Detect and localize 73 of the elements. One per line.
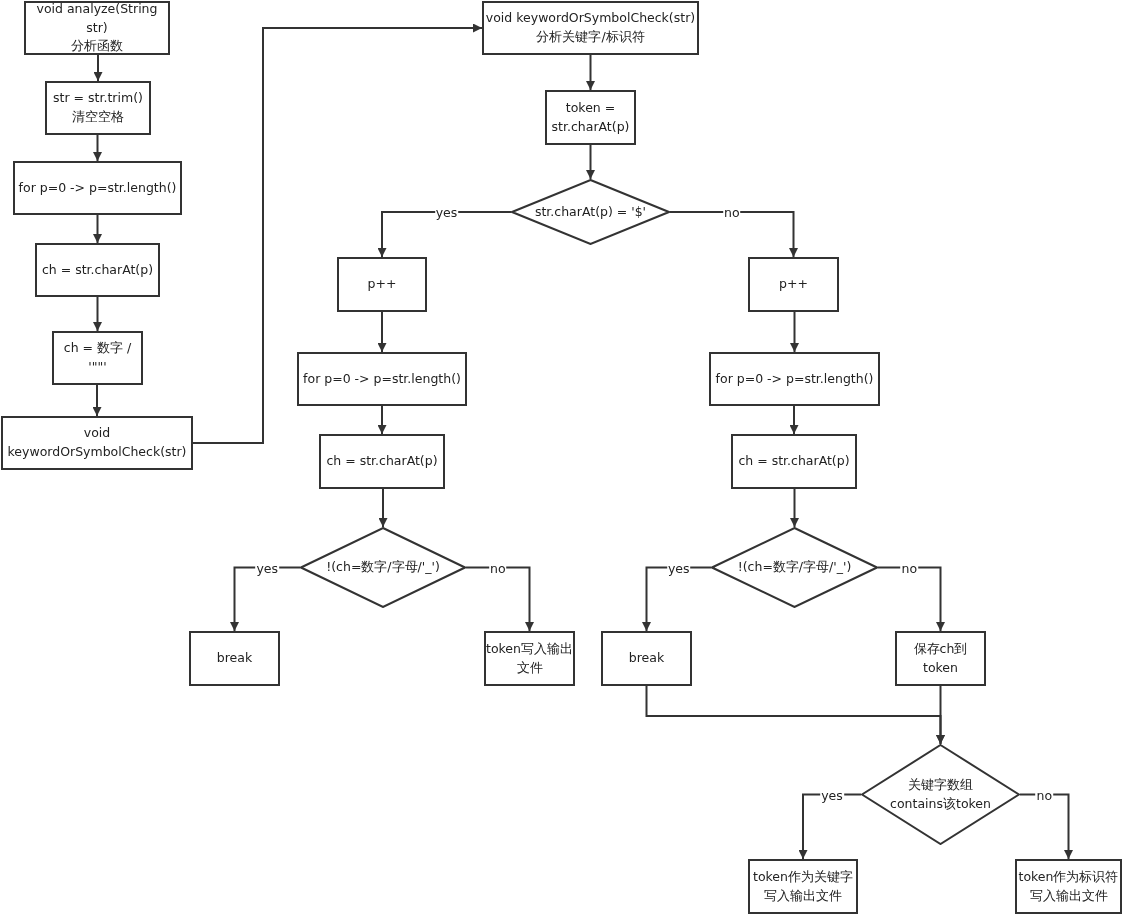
box-text: ch = 数字 / '""'	[62, 339, 133, 376]
box-text: p++	[367, 275, 397, 294]
box-text: 保存ch到token	[912, 639, 969, 677]
box-text: token作为标识符写入输出文件	[1017, 867, 1120, 905]
arrow	[877, 566, 945, 632]
box-text: token作为关键字写入输出文件	[752, 867, 854, 905]
arrow	[378, 488, 388, 528]
arrow	[93, 54, 103, 82]
arrow	[93, 214, 102, 244]
box-text: 分析函数	[71, 37, 123, 56]
arrow	[936, 685, 945, 745]
process-box	[748, 257, 839, 312]
arrow	[790, 488, 799, 528]
process-box	[895, 631, 986, 686]
process-box	[297, 352, 467, 406]
arrow	[586, 144, 595, 180]
box-text: 关键字数组contains该token	[889, 775, 992, 813]
process-box	[45, 81, 151, 135]
arrow	[92, 384, 102, 417]
arrow	[789, 405, 799, 435]
arrow	[93, 296, 102, 332]
process-box	[319, 434, 445, 489]
box-text: void analyze(String str)	[35, 0, 159, 37]
decision-diamond	[300, 527, 466, 608]
arrow	[790, 311, 799, 353]
arrow	[586, 54, 595, 91]
box-text: ch = str.charAt(p)	[41, 260, 154, 279]
decision-diamond	[861, 744, 1020, 845]
box-text: for p=0 -> p=str.length()	[18, 178, 177, 197]
arrow	[93, 134, 102, 162]
decision-diamond	[511, 179, 670, 245]
box-text: token写入输出文件	[486, 639, 573, 677]
arrow	[642, 566, 712, 632]
process-box	[545, 90, 636, 145]
arrow	[669, 211, 798, 258]
box-text: ch = str.charAt(p)	[326, 452, 438, 471]
process-box	[601, 631, 692, 686]
decision-diamond	[711, 527, 878, 608]
box-text: ch = str.charAt(p)	[738, 452, 850, 471]
process-box	[52, 331, 143, 385]
arrow	[377, 405, 387, 435]
process-box	[13, 161, 182, 215]
arrow	[192, 23, 483, 444]
arrow	[377, 311, 387, 353]
box-text: 分析关键字/标识符	[536, 28, 645, 46]
process-box	[482, 1, 699, 55]
process-box	[24, 1, 170, 55]
process-box	[337, 257, 427, 312]
process-box	[709, 352, 880, 406]
box-text: !(ch=数字/字母/'_')	[737, 558, 852, 577]
arrow	[798, 793, 862, 860]
box-text: break	[628, 649, 665, 668]
box-text: token = str.charAt(p)	[550, 98, 631, 136]
box-text: break	[216, 649, 253, 668]
process-box	[484, 631, 575, 686]
box-text: for p=0 -> p=str.length()	[715, 369, 874, 388]
process-box	[1, 416, 193, 470]
process-box	[189, 631, 280, 686]
box-text: str = str.trim()	[53, 89, 143, 108]
box-text: p++	[779, 275, 808, 294]
arrow	[377, 211, 512, 258]
arrow	[1019, 793, 1073, 860]
box-text: for p=0 -> p=str.length()	[303, 369, 461, 388]
box-text: void keywordOrSymbolCheck(str)	[485, 9, 696, 28]
process-box	[1015, 859, 1122, 914]
box-text: 清空空格	[72, 108, 124, 126]
arrow	[465, 566, 534, 632]
box-text: str.charAt(p) = '$'	[534, 202, 647, 221]
process-box	[731, 434, 857, 489]
process-box	[35, 243, 160, 297]
box-text: void keywordOrSymbolCheck(str)	[6, 424, 188, 461]
process-box	[748, 859, 858, 914]
box-text: !(ch=数字/字母/'_')	[326, 558, 440, 577]
